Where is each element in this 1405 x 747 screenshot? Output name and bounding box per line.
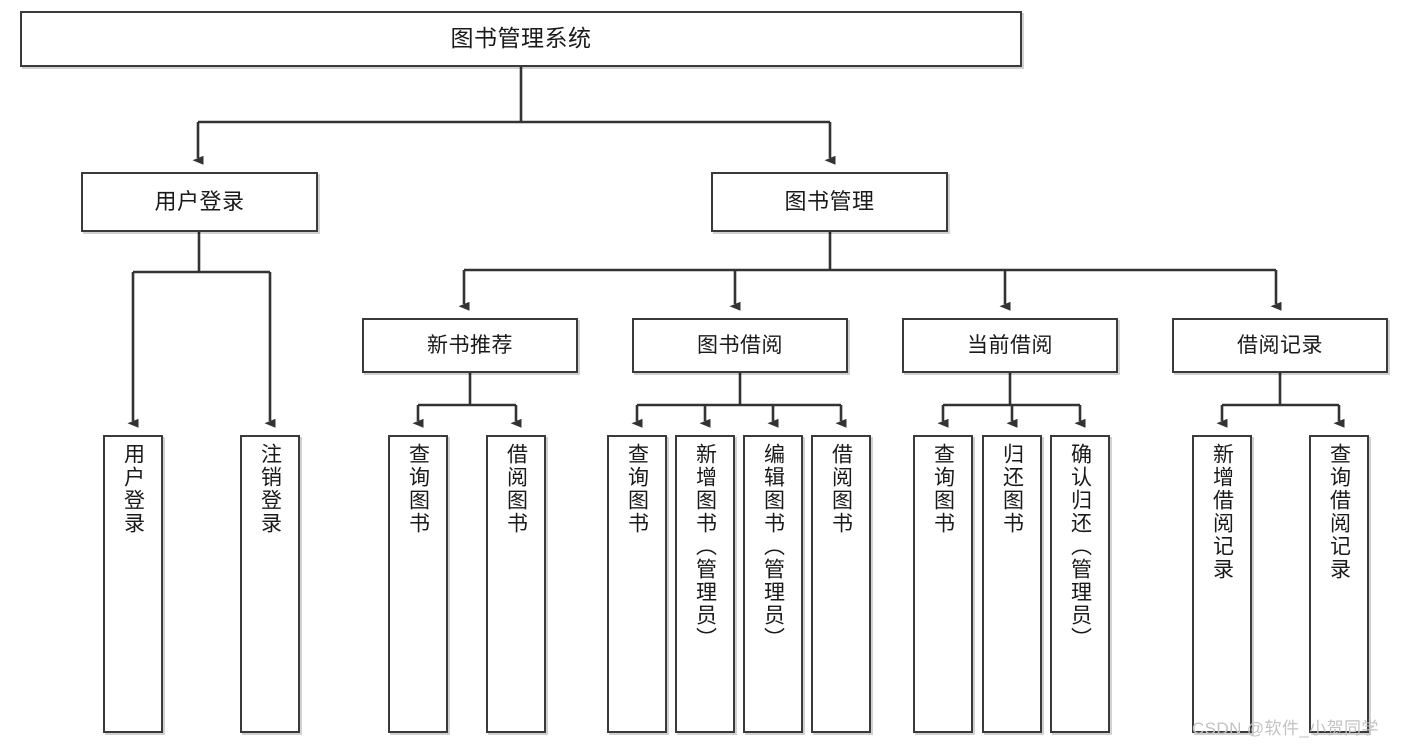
node-label: 查询图书 bbox=[406, 443, 430, 535]
node-leaf-borrow-book-recommend[interactable]: 借阅图书 bbox=[486, 435, 546, 733]
node-book-borrow[interactable]: 图书借阅 bbox=[632, 318, 848, 373]
node-label: 查询图书 bbox=[625, 443, 649, 535]
node-leaf-query-book-borrow[interactable]: 查询图书 bbox=[607, 435, 667, 733]
node-label: 注销登录 bbox=[258, 443, 282, 535]
node-user-login[interactable]: 用户登录 bbox=[81, 172, 318, 232]
node-label: 借阅图书 bbox=[829, 443, 853, 535]
node-leaf-query-borrow-record[interactable]: 查询借阅记录 bbox=[1309, 435, 1369, 733]
node-leaf-return-book[interactable]: 归还图书 bbox=[982, 435, 1042, 733]
node-leaf-edit-book[interactable]: 编辑图书（管理员） bbox=[743, 435, 803, 733]
node-label: 借阅图书 bbox=[504, 443, 528, 535]
node-label: 图书借阅 bbox=[697, 333, 783, 357]
node-label: 图书管理 bbox=[784, 188, 875, 214]
node-label: 借阅记录 bbox=[1237, 333, 1323, 357]
node-book-management[interactable]: 图书管理 bbox=[711, 172, 948, 232]
node-label: 确认归还（管理员） bbox=[1068, 443, 1092, 650]
node-leaf-query-book-recommend[interactable]: 查询图书 bbox=[388, 435, 448, 733]
node-label: 查询图书 bbox=[931, 443, 955, 535]
node-leaf-add-borrow-record[interactable]: 新增借阅记录 bbox=[1192, 435, 1252, 733]
node-label: 新增借阅记录 bbox=[1210, 443, 1234, 581]
node-current-borrow[interactable]: 当前借阅 bbox=[902, 318, 1118, 373]
node-leaf-user-login[interactable]: 用户登录 bbox=[103, 435, 163, 733]
node-new-book-recommend[interactable]: 新书推荐 bbox=[362, 318, 578, 373]
node-leaf-confirm-return[interactable]: 确认归还（管理员） bbox=[1050, 435, 1110, 733]
csdn-watermark: CSDN @软件_小贺同学 bbox=[1192, 719, 1379, 738]
node-leaf-query-book-current[interactable]: 查询图书 bbox=[913, 435, 973, 733]
node-borrow-record[interactable]: 借阅记录 bbox=[1172, 318, 1388, 373]
node-leaf-borrow-book[interactable]: 借阅图书 bbox=[811, 435, 871, 733]
node-label: 归还图书 bbox=[1000, 443, 1024, 535]
node-leaf-logout-login[interactable]: 注销登录 bbox=[240, 435, 300, 733]
node-label: 编辑图书（管理员） bbox=[761, 443, 785, 650]
node-label: 新书推荐 bbox=[427, 333, 513, 357]
node-label: 图书管理系统 bbox=[450, 25, 592, 52]
node-label: 查询借阅记录 bbox=[1327, 443, 1351, 581]
node-label: 用户登录 bbox=[154, 188, 245, 214]
node-root-book-management-system[interactable]: 图书管理系统 bbox=[20, 11, 1022, 67]
node-label: 当前借阅 bbox=[967, 333, 1053, 357]
node-label: 新增图书（管理员） bbox=[693, 443, 717, 650]
node-leaf-add-book[interactable]: 新增图书（管理员） bbox=[675, 435, 735, 733]
node-label: 用户登录 bbox=[121, 443, 145, 535]
